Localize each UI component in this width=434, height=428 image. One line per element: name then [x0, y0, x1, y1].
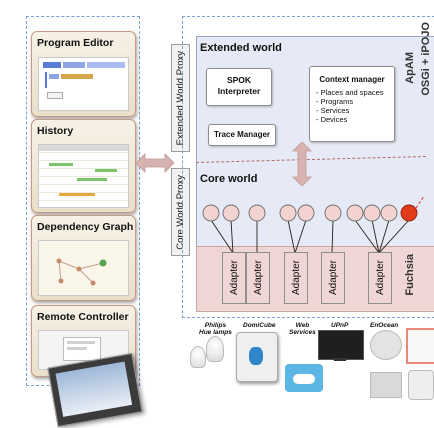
enocean-switch-icon	[370, 372, 402, 398]
context-manager-title: Context manager	[319, 75, 385, 84]
remote-controller-title: Remote Controller	[37, 311, 129, 323]
spok-interpreter-label: SPOK Interpreter	[217, 75, 261, 96]
enocean-label: EnOcean	[370, 322, 399, 329]
remote-controller-card[interactable]: Remote Controller	[31, 305, 136, 377]
hue-lamp-icon	[206, 336, 224, 362]
context-manager-box: Context manager - Places and spaces - Pr…	[309, 66, 395, 142]
core-world-proxy: Core World Proxy	[171, 168, 190, 256]
extended-world-title: Extended world	[200, 42, 282, 54]
program-editor-title: Program Editor	[37, 37, 114, 49]
service-node	[222, 204, 240, 222]
trace-manager-box: Trace Manager	[208, 124, 276, 146]
core-nodes	[202, 196, 425, 254]
service-node	[297, 204, 315, 222]
adapter: Adapter	[321, 252, 345, 304]
osgi-ipojo-label: OSGi + iPOJO	[420, 22, 432, 96]
platform-frame	[182, 16, 434, 318]
tv-stand	[334, 358, 346, 361]
up-down-double-arrow	[292, 142, 312, 186]
domicube-label: DomiCube	[243, 322, 276, 329]
service-node	[279, 204, 297, 222]
adapter: Adapter	[368, 252, 392, 304]
applications-panel: Program Editor History Dependency Graph	[26, 16, 140, 386]
core-world-title: Core world	[200, 173, 258, 185]
history-card[interactable]: History	[31, 119, 136, 213]
service-node	[202, 204, 220, 222]
program-editor-screenshot	[38, 57, 129, 111]
dependency-graph-screenshot	[38, 240, 129, 296]
adapter: Adapter	[246, 252, 270, 304]
context-item: - Places and spaces	[316, 88, 384, 97]
device-photo-icon	[406, 328, 434, 364]
plug-icon	[408, 370, 434, 400]
history-screenshot	[38, 144, 129, 208]
cloud-icon	[285, 364, 323, 392]
web-services-label: Web Services	[289, 322, 316, 336]
history-title: History	[37, 125, 74, 137]
extended-world-proxy: Extended World Proxy	[171, 44, 190, 152]
context-item: - Programs	[316, 97, 354, 106]
service-node	[363, 204, 381, 222]
spok-interpreter-box: SPOK Interpreter	[206, 68, 272, 106]
philips-hue-label: Philips Hue lamps	[199, 322, 232, 336]
service-node	[324, 204, 342, 222]
service-node	[380, 204, 398, 222]
fuchsia-label: Fuchsia	[404, 254, 416, 296]
adapter: Adapter	[284, 252, 308, 304]
dependency-graph-card[interactable]: Dependency Graph	[31, 215, 136, 301]
context-item: - Devices	[316, 115, 348, 124]
program-editor-card[interactable]: Program Editor	[31, 31, 136, 117]
service-node	[346, 204, 364, 222]
service-node-active	[400, 204, 418, 222]
hue-lamp-icon	[190, 346, 206, 368]
domicube-icon	[236, 332, 278, 382]
upnp-label: UPnP	[331, 322, 349, 329]
context-item: - Services	[316, 106, 350, 115]
adapter: Adapter	[222, 252, 246, 304]
dependency-graph-title: Dependency Graph	[37, 221, 134, 233]
trace-manager-label: Trace Manager	[213, 130, 271, 139]
left-right-double-arrow	[136, 153, 174, 173]
tv-icon	[318, 330, 364, 360]
apam-label: ApAM	[404, 52, 416, 84]
service-node	[248, 204, 266, 222]
enocean-sensor-icon	[370, 330, 402, 360]
